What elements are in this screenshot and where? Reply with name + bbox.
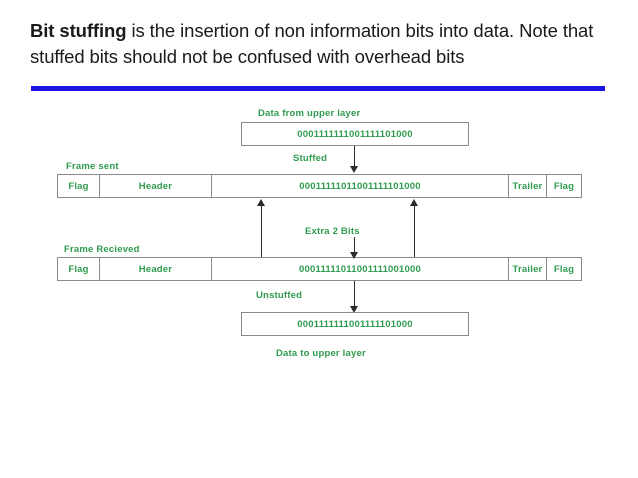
frame-received-label: Frame Recieved xyxy=(64,244,140,255)
frame-received-trailer-cell: Trailer xyxy=(509,258,547,280)
stuffing-arrow-line xyxy=(354,146,355,168)
unstuffing-arrow-line xyxy=(354,281,355,309)
frame-received-data-cell: 00011111011001111001000 xyxy=(212,258,509,280)
frame-sent-flag-left-label: Flag xyxy=(68,180,89,192)
frame-sent-label: Frame sent xyxy=(66,161,119,172)
bottom-data-box: 0001111111001111101000 xyxy=(241,312,469,336)
frame-sent-header-cell: Header xyxy=(100,175,212,197)
bit-stuffing-diagram: Data from upper layer 000111111100111110… xyxy=(0,100,638,400)
accent-divider-line xyxy=(31,86,605,91)
bottom-data-value: 0001111111001111101000 xyxy=(297,318,413,330)
extra-bits-right-arrow-line xyxy=(414,204,415,262)
frame-received-data-value: 00011111011001111001000 xyxy=(299,263,421,275)
frame-sent-flag-right-label: Flag xyxy=(553,180,575,192)
frame-sent-flag-left-cell: Flag xyxy=(58,175,100,197)
unstuffing-arrow-head-icon xyxy=(350,306,358,313)
frame-sent-trailer-label: Trailer xyxy=(512,180,543,192)
receive-arrow-head-icon xyxy=(350,252,358,259)
frame-received-trailer-label: Trailer xyxy=(512,263,543,275)
unstuffed-label: Unstuffed xyxy=(256,290,303,301)
stuffed-label: Stuffed xyxy=(293,153,328,164)
top-data-box: 0001111111001111101000 xyxy=(241,122,469,146)
frame-sent-header-label: Header xyxy=(138,180,173,192)
slide-body-rest: is the insertion of non information bits… xyxy=(30,20,594,67)
frame-sent-row: Flag Header 00011111011001111101000 Trai… xyxy=(57,174,582,198)
frame-received-flag-left-cell: Flag xyxy=(58,258,100,280)
frame-sent-trailer-cell: Trailer xyxy=(509,175,547,197)
frame-received-flag-right-cell: Flag xyxy=(547,258,581,280)
extra-2-bits-label: Extra 2 Bits xyxy=(305,226,360,237)
extra-bits-left-arrow-head-up-icon xyxy=(257,199,265,206)
frame-received-flag-left-label: Flag xyxy=(68,263,89,275)
frame-received-row: Flag Header 00011111011001111001000 Trai… xyxy=(57,257,582,281)
receive-arrow-line xyxy=(354,237,355,257)
stuffing-arrow-head-icon xyxy=(350,166,358,173)
extra-bits-left-arrow-line xyxy=(261,204,262,262)
frame-sent-data-value: 00011111011001111101000 xyxy=(299,180,421,192)
extra-bits-right-arrow-head-up-icon xyxy=(410,199,418,206)
data-to-upper-layer-caption: Data to upper layer xyxy=(276,348,366,359)
frame-sent-data-cell: 00011111011001111101000 xyxy=(212,175,509,197)
top-data-value: 0001111111001111101000 xyxy=(297,128,413,140)
data-from-upper-layer-caption: Data from upper layer xyxy=(258,108,361,119)
slide-body-text: Bit stuffing is the insertion of non inf… xyxy=(30,18,620,70)
frame-sent-flag-right-cell: Flag xyxy=(547,175,581,197)
frame-received-header-label: Header xyxy=(138,263,173,275)
frame-received-flag-right-label: Flag xyxy=(553,263,575,275)
frame-received-header-cell: Header xyxy=(100,258,212,280)
slide-body-bold: Bit stuffing xyxy=(30,20,127,41)
